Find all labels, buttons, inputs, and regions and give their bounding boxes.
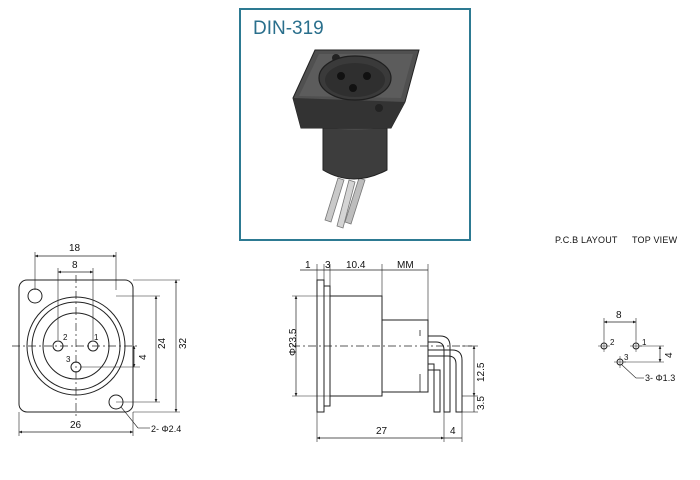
side-dim-mm-text: MM — [397, 260, 414, 271]
side-dim-1-text: 1 — [305, 260, 311, 271]
front-pin-label-3: 3 — [66, 355, 71, 364]
front-dim-18-text: 18 — [69, 243, 81, 254]
top-view-label: TOP VIEW — [632, 235, 678, 245]
side-pin — [427, 335, 451, 413]
product-model-title: DIN-319 — [253, 18, 324, 39]
front-dim-24-text: 24 — [157, 337, 168, 349]
side-dim-3-5-text: 3.5 — [476, 396, 487, 410]
photo-contact-hole — [363, 72, 371, 80]
photo-mount-hole — [375, 104, 383, 112]
side-dim-12-5-text: 12.5 — [476, 362, 487, 382]
front-dim-32-text: 32 — [178, 337, 189, 349]
photo-contact-hole — [349, 84, 357, 92]
pcb-pin-label-1: 1 — [642, 338, 647, 347]
side-pin — [428, 363, 441, 413]
pcb-dim-4-text: 4 — [664, 352, 675, 358]
side-dim-4-text: 4 — [450, 426, 456, 437]
front-mount-hole — [27, 288, 43, 304]
front-pin-label-1: 1 — [94, 333, 99, 342]
product-photo-frame: DIN-319 — [239, 8, 471, 241]
side-dim-3-text: 3 — [325, 260, 331, 271]
photo-pin — [336, 179, 356, 229]
front-dim-8-text: 8 — [72, 260, 78, 271]
photo-contact-hole — [337, 72, 345, 80]
photo-pin — [344, 177, 366, 225]
front-dim-26-text: 26 — [70, 420, 82, 431]
connector-photo — [292, 49, 420, 229]
photo-pin — [324, 177, 345, 223]
photo-rear-body — [322, 121, 388, 180]
front-dim-4-text: 4 — [138, 354, 149, 360]
pcb-dim-8-text: 8 — [616, 310, 622, 321]
pcb-hole-leader — [621, 364, 637, 379]
side-dim-27-text: 27 — [376, 426, 388, 437]
pcb-hole-callout: 3- Φ1.3 — [645, 373, 675, 383]
side-pin — [427, 349, 463, 413]
pcb-pin-label-3: 3 — [624, 353, 629, 362]
side-dim-10-4-text: 10.4 — [346, 260, 366, 271]
side-rear-body — [381, 319, 429, 393]
front-hole-callout: 2- Φ2.4 — [151, 424, 181, 434]
front-hole-leader — [120, 406, 139, 429]
pcb-layout-label: P.C.B LAYOUT — [555, 235, 618, 245]
side-dim-diameter-text: Φ23.5 — [288, 328, 299, 356]
photo-front-face-inner — [325, 63, 385, 97]
pcb-pin-label-2: 2 — [610, 338, 615, 347]
front-pin-label-2: 2 — [63, 333, 68, 342]
